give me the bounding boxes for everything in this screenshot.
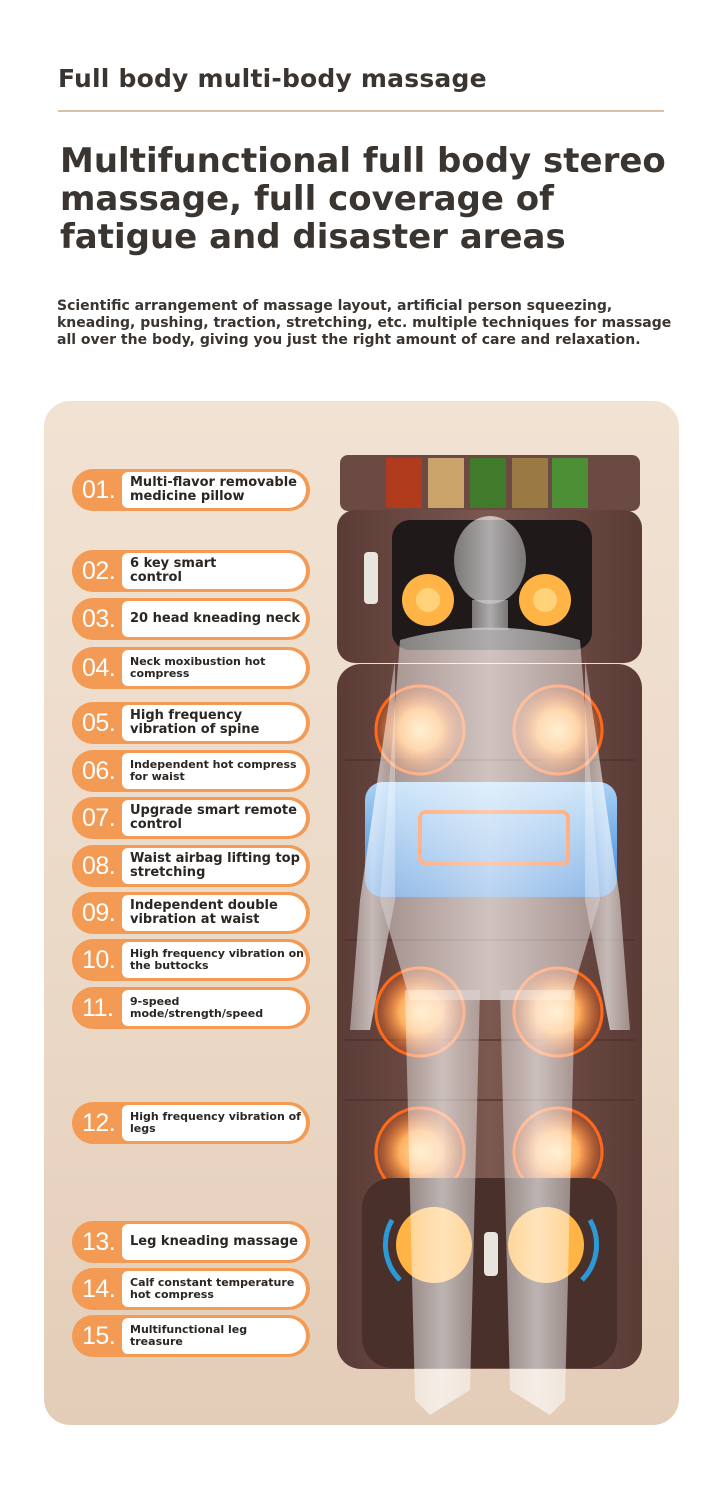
feature-item-04: 04. Neck moxibustion hot compress	[72, 647, 310, 689]
feature-number: 14.	[82, 1275, 116, 1303]
feature-item-11: 11. 9-speed mode/strength/speed	[72, 987, 310, 1029]
feature-label: Leg kneading massage	[130, 1234, 298, 1249]
section-title: Full body multi-body massage	[58, 64, 487, 93]
feature-item-01: 01. Multi-flavor removable medicine pill…	[72, 469, 310, 511]
feature-number: 13.	[82, 1228, 116, 1256]
feature-label: High frequency vibration of legs	[130, 1110, 301, 1135]
feature-item-02: 02. 6 key smart control	[72, 550, 310, 592]
feature-item-07: 07. Upgrade smart remote control	[72, 797, 310, 839]
feature-label: Calf constant temperature hot compress	[130, 1276, 295, 1301]
feature-item-05: 05. High frequency vibration of spine	[72, 702, 310, 744]
feature-label: Independent hot compress for waist	[130, 758, 297, 783]
feature-label: 20 head kneading neck	[130, 611, 301, 626]
feature-item-08: 08. Waist airbag lifting top stretching	[72, 845, 310, 887]
feature-item-10: 10. High frequency vibration on the butt…	[72, 939, 310, 981]
feature-item-09: 09. Independent double vibration at wais…	[72, 892, 310, 934]
feature-item-12: 12. High frequency vibration of legs	[72, 1102, 310, 1144]
feature-number: 04.	[82, 654, 116, 682]
feature-item-14: 14. Calf constant temperature hot compre…	[72, 1268, 310, 1310]
smart-control-panel	[364, 552, 378, 604]
neck-kneading-heads	[402, 574, 571, 626]
feature-label: High frequency vibration of spine	[130, 708, 260, 737]
feature-number: 06.	[82, 757, 116, 785]
body-silhouette	[350, 516, 630, 1415]
feature-number: 02.	[82, 557, 116, 585]
feature-number: 15.	[82, 1322, 116, 1350]
feature-label: Multifunctional leg treasure	[130, 1323, 248, 1348]
feature-item-13: 13. Leg kneading massage	[72, 1221, 310, 1263]
feature-number: 09.	[82, 899, 116, 927]
description: Scientific arrangement of massage layout…	[57, 298, 672, 348]
feature-number: 05.	[82, 709, 116, 737]
feature-item-15: 15. Multifunctional leg treasure	[72, 1315, 310, 1357]
feature-label: Upgrade smart remote control	[130, 803, 297, 832]
feature-label: 6 key smart control	[130, 556, 217, 585]
feature-label: Waist airbag lifting top stretching	[130, 851, 300, 880]
feature-label: Neck moxibustion hot compress	[130, 655, 266, 680]
feature-number: 03.	[82, 605, 116, 633]
feature-item-03: 03. 20 head kneading neck	[72, 598, 310, 640]
feature-number: 08.	[82, 852, 116, 880]
feature-label: High frequency vibration on the buttocks	[130, 947, 304, 972]
feature-number: 12.	[82, 1109, 116, 1137]
feature-number: 10.	[82, 946, 116, 974]
divider	[58, 110, 664, 112]
feature-number: 07.	[82, 804, 116, 832]
feature-number: 01.	[82, 476, 116, 504]
leg-kneading-unit	[362, 1178, 617, 1368]
headline: Multifunctional full body stereo massage…	[60, 141, 666, 257]
feature-label: Multi-flavor removable medicine pillow	[130, 475, 297, 504]
feature-label: 9-speed mode/strength/speed	[130, 995, 264, 1020]
feature-item-06: 06. Independent hot compress for waist	[72, 750, 310, 792]
feature-label: Independent double vibration at waist	[130, 898, 278, 927]
medicine-pillow	[340, 455, 640, 511]
feature-number: 11.	[82, 994, 114, 1022]
